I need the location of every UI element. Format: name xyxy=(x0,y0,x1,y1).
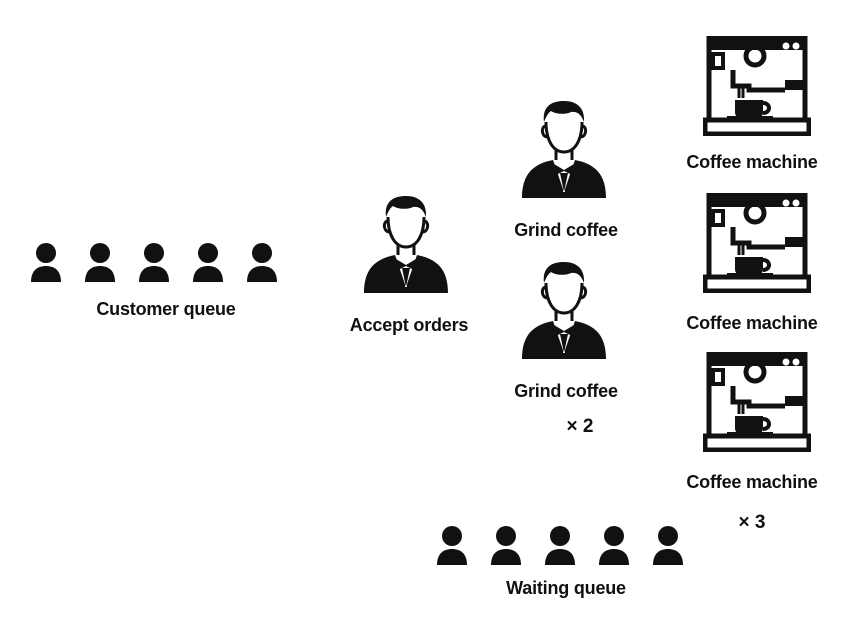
person-icon xyxy=(139,243,169,282)
accept-orders-label: Accept orders xyxy=(349,315,469,335)
waiter-icon xyxy=(519,261,609,361)
coffee-machine-icon xyxy=(703,36,811,136)
person-icon xyxy=(85,243,115,282)
person-icon xyxy=(545,526,575,565)
person-icon xyxy=(491,526,521,565)
waiting-queue xyxy=(436,523,691,567)
person-icon xyxy=(653,526,683,565)
person-icon xyxy=(599,526,629,565)
machines-multiplier: × 3 xyxy=(738,512,766,533)
coffee-machine-icon xyxy=(703,352,811,452)
waiting-queue-label: Waiting queue xyxy=(506,578,626,598)
grind-coffee-label: Grind coffee xyxy=(514,381,618,401)
person-icon xyxy=(31,243,61,282)
person-icon xyxy=(193,243,223,282)
waiter-icon xyxy=(361,195,451,295)
customer-queue xyxy=(30,240,285,284)
waiter-icon xyxy=(519,100,609,200)
coffee-machine-label: Coffee machine xyxy=(686,152,818,172)
customer-queue-label: Customer queue xyxy=(96,299,236,319)
coffee-machine-label: Coffee machine xyxy=(686,472,818,492)
coffee-machine-label: Coffee machine xyxy=(686,313,818,333)
person-icon xyxy=(437,526,467,565)
coffee-machine-icon xyxy=(703,193,811,293)
grinders-multiplier: × 2 xyxy=(566,416,594,437)
person-icon xyxy=(247,243,277,282)
grind-coffee-label: Grind coffee xyxy=(514,220,618,240)
